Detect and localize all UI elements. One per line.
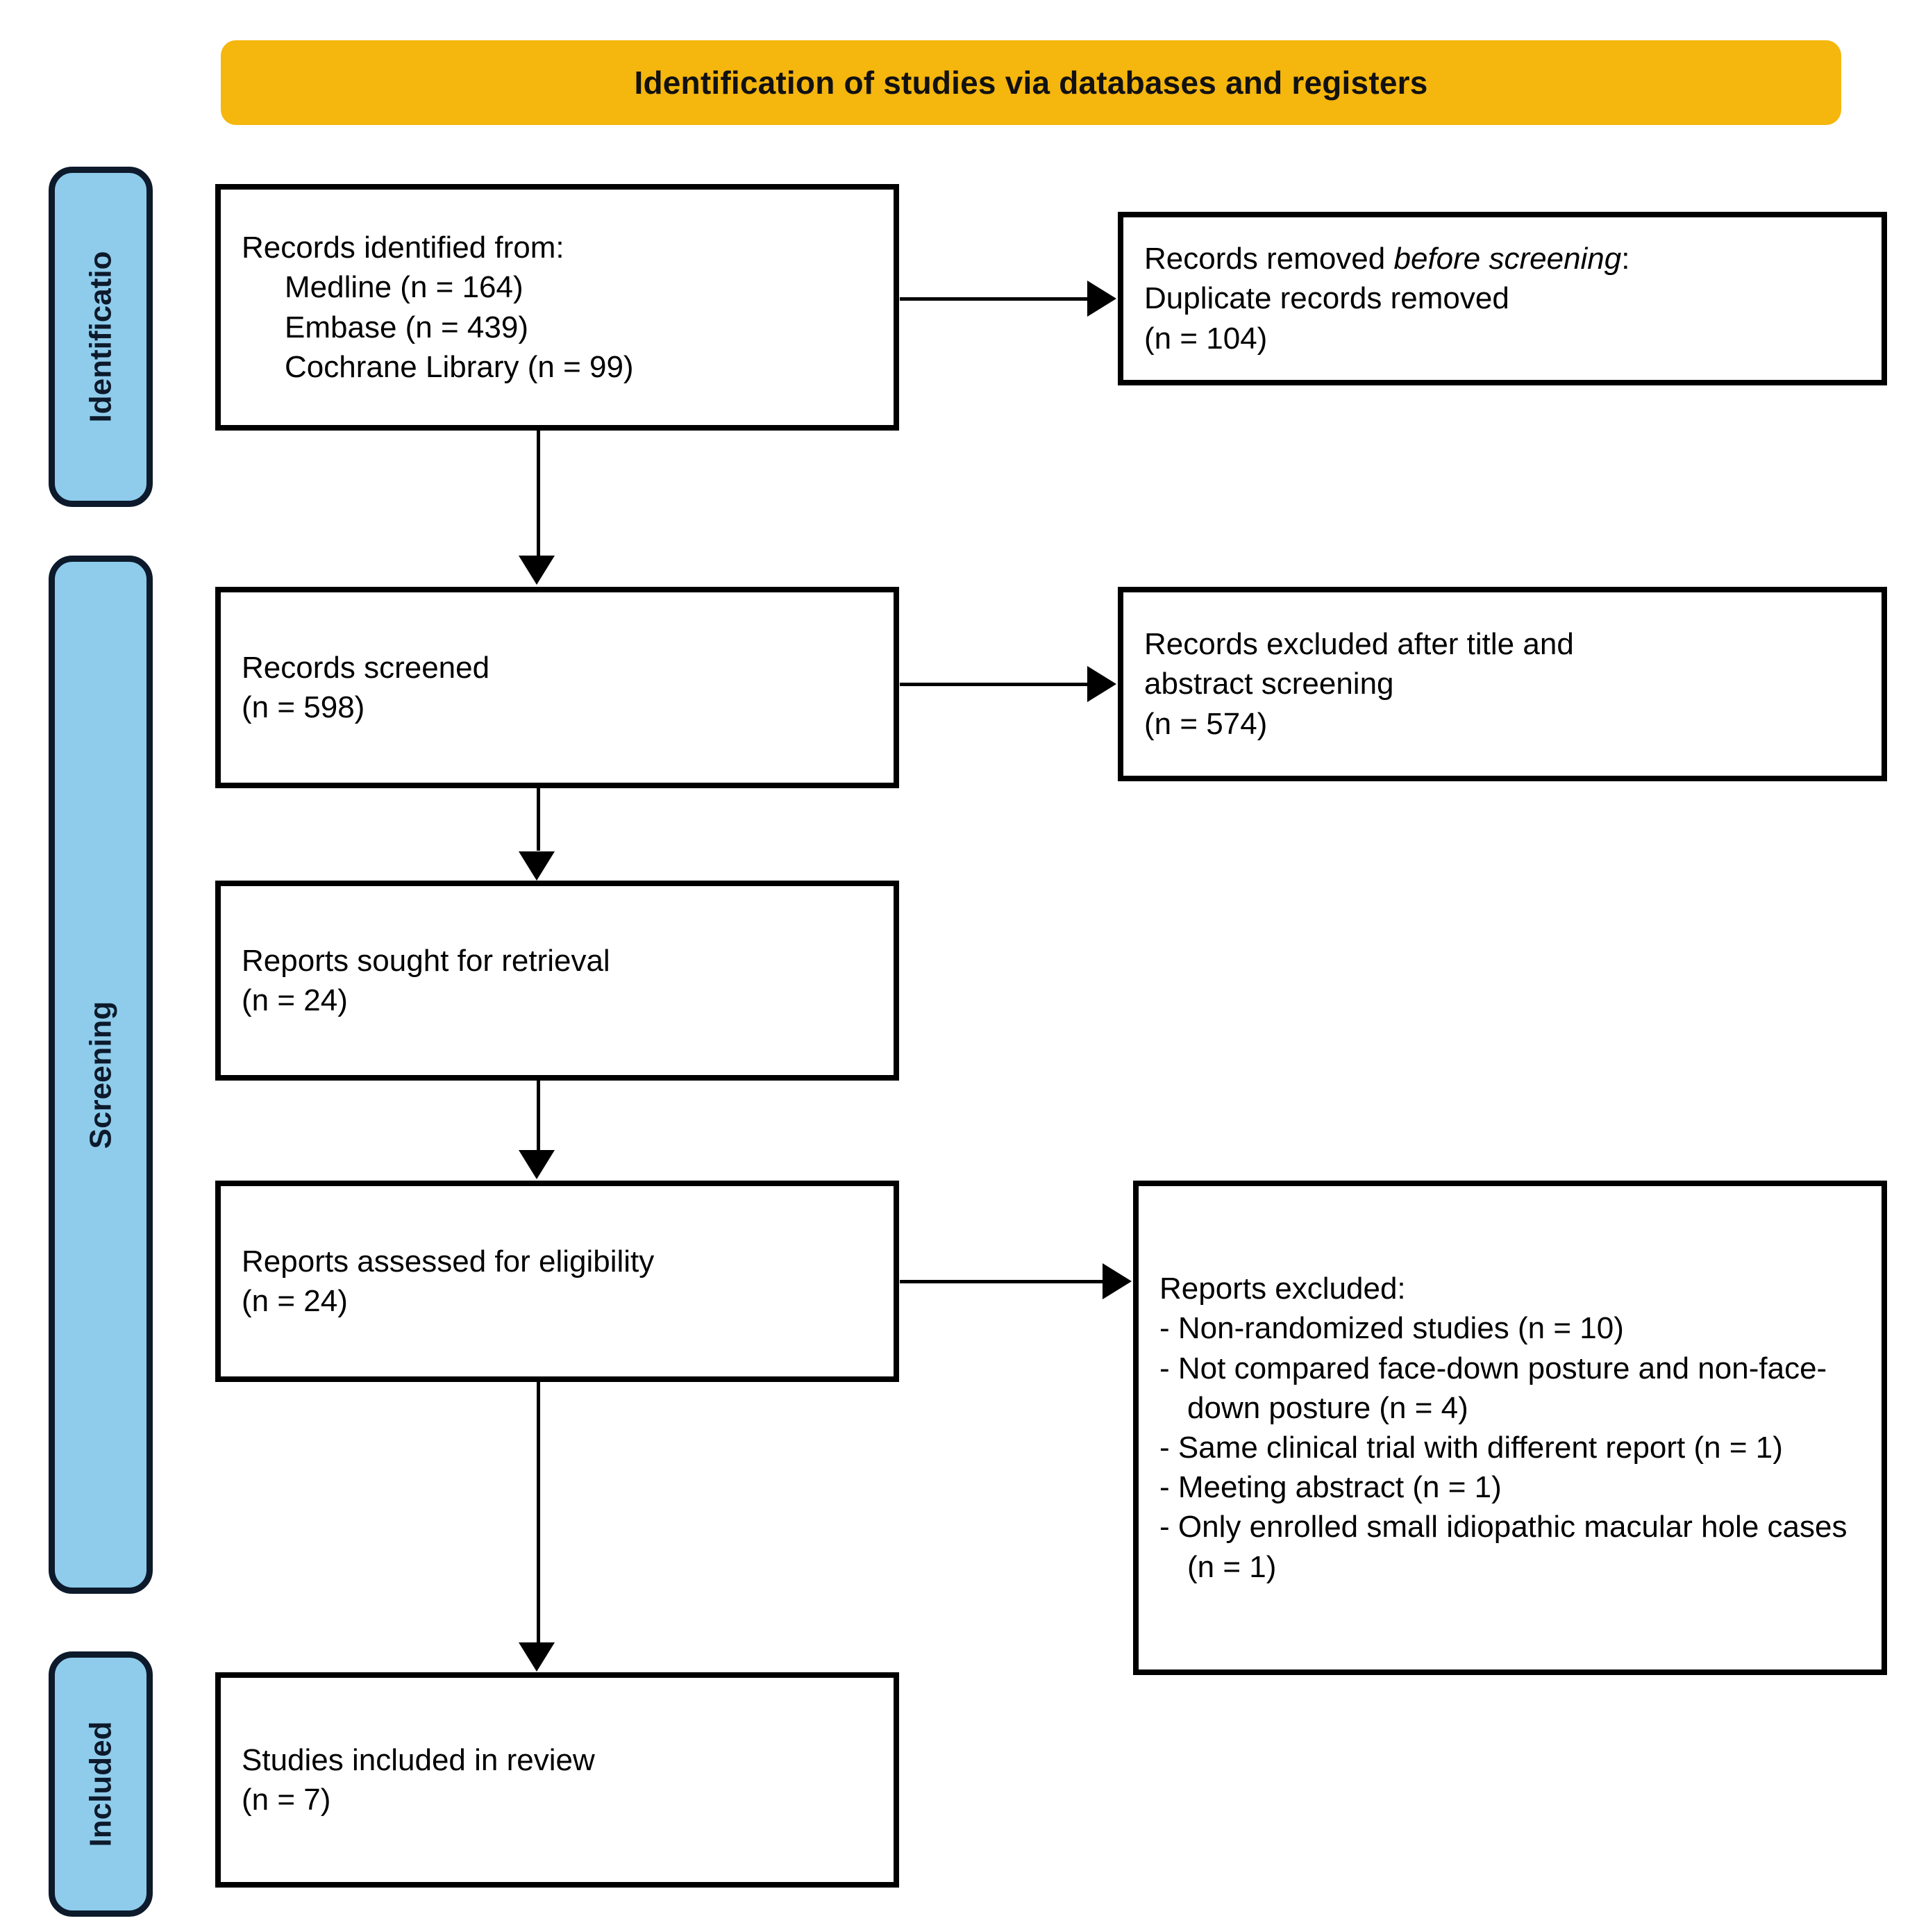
connector-screened-to-excluded xyxy=(900,683,1087,686)
stage-pill-included: Included xyxy=(49,1651,153,1917)
box-reports-excluded: Reports excluded: - Non-randomized studi… xyxy=(1133,1181,1887,1675)
connector-assessed-to-included xyxy=(537,1382,540,1642)
records-identified-heading: Records identified from: xyxy=(242,231,564,265)
records-excluded-line2: abstract screening xyxy=(1144,667,1394,701)
stage-pill-screening: Screening xyxy=(49,556,153,1594)
diagram-header-banner: Identification of studies via databases … xyxy=(221,40,1841,125)
stage-label-included: Included xyxy=(83,1721,117,1847)
connector-identified-to-screened xyxy=(537,431,540,556)
records-removed-count: (n = 104) xyxy=(1144,321,1268,356)
reports-sought-count: (n = 24) xyxy=(242,983,348,1017)
box-studies-included: Studies included in review (n = 7) xyxy=(215,1672,899,1888)
box-reports-assessed: Reports assessed for eligibility (n = 24… xyxy=(215,1181,899,1382)
reports-assessed-count: (n = 24) xyxy=(242,1284,348,1318)
connector-assessed-to-excluded-reports xyxy=(900,1280,1103,1283)
arrowhead-right-to-removed xyxy=(1087,281,1116,317)
records-screened-count: (n = 598) xyxy=(242,690,365,724)
records-excluded-line1: Records excluded after title and xyxy=(1144,627,1574,662)
box-records-identified: Records identified from: Medline (n = 16… xyxy=(215,184,899,431)
records-identified-source-medline: Medline (n = 164) xyxy=(285,270,523,305)
stage-label-screening: Screening xyxy=(83,1001,117,1149)
records-removed-emphasis: before screening xyxy=(1393,242,1622,276)
stage-label-identification: Identificatio xyxy=(83,251,117,423)
reports-excluded-reason-2: - Not compared face-down posture and non… xyxy=(1159,1351,1827,1425)
connector-screened-to-sought xyxy=(537,788,540,851)
records-removed-suffix: : xyxy=(1621,242,1630,276)
arrowhead-down-to-included xyxy=(519,1642,555,1672)
stage-pill-identification: Identificatio xyxy=(49,167,153,507)
box-records-excluded-title-abstract: Records excluded after title and abstrac… xyxy=(1118,587,1887,781)
records-removed-prefix: Records removed xyxy=(1144,242,1394,276)
arrowhead-down-to-sought xyxy=(519,851,555,881)
reports-excluded-reason-1: - Non-randomized studies (n = 10) xyxy=(1159,1311,1624,1346)
connector-sought-to-assessed xyxy=(537,1081,540,1150)
records-removed-line1: Records removed before screening: xyxy=(1144,239,1861,278)
box-records-screened: Records screened (n = 598) xyxy=(215,587,899,788)
reports-excluded-heading: Reports excluded: xyxy=(1159,1272,1406,1306)
arrowhead-right-to-excluded-reports xyxy=(1103,1263,1132,1299)
connector-identified-to-removed xyxy=(900,297,1087,301)
records-removed-line2: Duplicate records removed xyxy=(1144,281,1509,316)
arrowhead-down-to-assessed xyxy=(519,1150,555,1179)
records-identified-source-embase: Embase (n = 439) xyxy=(285,310,528,344)
records-screened-label: Records screened xyxy=(242,650,490,685)
box-reports-sought: Reports sought for retrieval (n = 24) xyxy=(215,881,899,1081)
records-excluded-count: (n = 574) xyxy=(1144,706,1268,741)
studies-included-count: (n = 7) xyxy=(242,1783,331,1817)
reports-assessed-label: Reports assessed for eligibility xyxy=(242,1244,655,1279)
arrowhead-down-to-screened xyxy=(519,556,555,585)
reports-excluded-reason-5: - Only enrolled small idiopathic macular… xyxy=(1159,1510,1847,1584)
reports-excluded-reason-3: - Same clinical trial with different rep… xyxy=(1159,1431,1783,1465)
reports-excluded-reason-4: - Meeting abstract (n = 1) xyxy=(1159,1470,1502,1505)
banner-title: Identification of studies via databases … xyxy=(634,65,1428,101)
studies-included-label: Studies included in review xyxy=(242,1742,595,1777)
box-records-removed: Records removed before screening: Duplic… xyxy=(1118,212,1887,385)
reports-sought-label: Reports sought for retrieval xyxy=(242,943,610,978)
arrowhead-right-to-excluded xyxy=(1087,666,1116,702)
records-identified-source-cochrane: Cochrane Library (n = 99) xyxy=(285,349,634,384)
